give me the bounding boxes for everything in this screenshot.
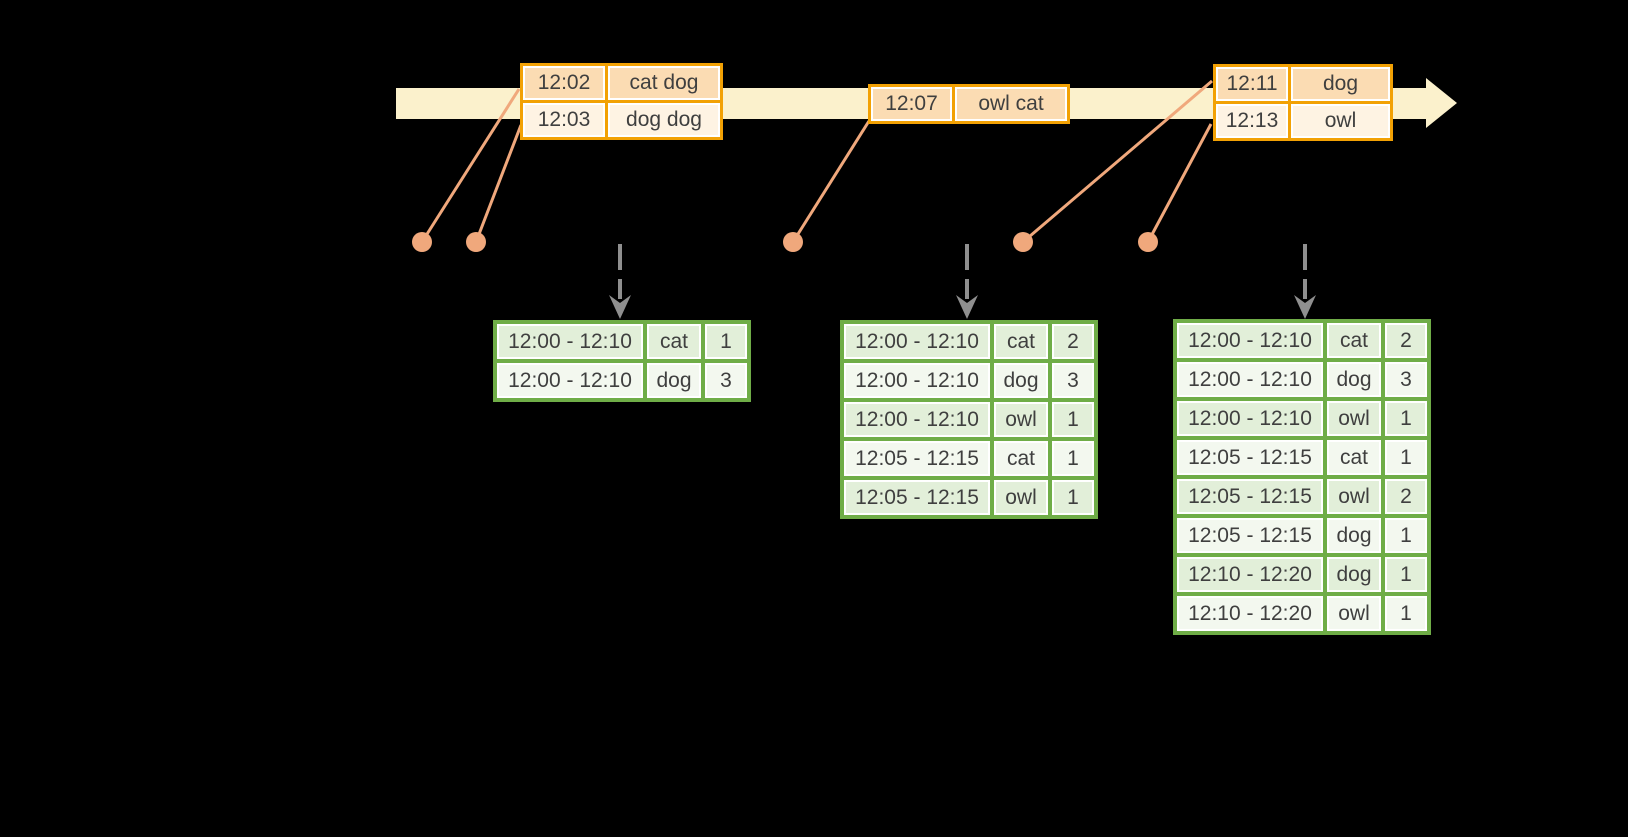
table-cell-window: 12:00 - 12:10 (1177, 362, 1323, 397)
connector-line (420, 88, 521, 243)
table-cell-time: 12:07 (871, 87, 952, 121)
table-cell-word: cat (994, 441, 1048, 476)
table-cell-word: dog (994, 363, 1048, 398)
table-cell-words: dog dog (608, 103, 720, 137)
table-cell-time: 12:11 (1216, 67, 1288, 101)
trigger-arrowhead-icon (1294, 295, 1316, 319)
table-cell-count: 1 (1052, 402, 1094, 437)
trigger-arrow (1294, 244, 1316, 319)
table-cell-window: 12:05 - 12:15 (844, 441, 990, 476)
table-cell-word: cat (1327, 440, 1381, 475)
table-cell-count: 1 (1385, 557, 1427, 592)
timeline-arrowhead-icon (1426, 78, 1457, 128)
table-cell-count: 3 (1052, 363, 1094, 398)
trigger-arrow (956, 244, 978, 319)
trigger-arrowhead-icon (609, 295, 631, 319)
table-cell-words: dog (1291, 67, 1390, 101)
table-cell-window: 12:10 - 12:20 (1177, 596, 1323, 631)
connector-lines (420, 79, 1213, 244)
table-cell-word: cat (647, 324, 701, 359)
table-cell-word: cat (994, 324, 1048, 359)
connector-line (791, 120, 871, 243)
table-cell-count: 2 (1052, 324, 1094, 359)
table-cell-time: 12:13 (1216, 104, 1288, 138)
connector-line (474, 124, 523, 243)
table-cell-count: 1 (1385, 596, 1427, 631)
table-cell-window: 12:00 - 12:10 (1177, 401, 1323, 436)
table-cell-count: 3 (705, 363, 747, 398)
table-cell-window: 12:05 - 12:15 (1177, 440, 1323, 475)
table-cell-word: owl (994, 480, 1048, 515)
table-cell-time: 12:03 (523, 103, 605, 137)
event-dot (1138, 232, 1158, 252)
table-cell-window: 12:00 - 12:10 (497, 363, 643, 398)
table-cell-window: 12:10 - 12:20 (1177, 557, 1323, 592)
connector-line (1146, 123, 1213, 243)
trigger-arrow (609, 244, 631, 319)
table-cell-count: 1 (1385, 401, 1427, 436)
table-cell-word: owl (1327, 479, 1381, 514)
event-dot (1013, 232, 1033, 252)
table-cell-word: owl (1327, 596, 1381, 631)
table-cell-word: owl (1327, 401, 1381, 436)
table-cell-time: 12:02 (523, 66, 605, 100)
table-cell-words: cat dog (608, 66, 720, 100)
table-cell-word: dog (1327, 557, 1381, 592)
table-cell-window: 12:05 - 12:15 (1177, 518, 1323, 553)
table-cell-window: 12:00 - 12:10 (844, 324, 990, 359)
table-cell-words: owl (1291, 104, 1390, 138)
table-cell-word: dog (647, 363, 701, 398)
table-cell-count: 1 (705, 324, 747, 359)
table-cell-count: 2 (1385, 323, 1427, 358)
table-cell-words: owl cat (955, 87, 1067, 121)
event-dot (466, 232, 486, 252)
event-dot (783, 232, 803, 252)
table-cell-window: 12:00 - 12:10 (1177, 323, 1323, 358)
table-cell-count: 1 (1385, 440, 1427, 475)
event-dots (412, 232, 1158, 252)
table-cell-window: 12:00 - 12:10 (844, 402, 990, 437)
table-cell-count: 1 (1052, 480, 1094, 515)
trigger-arrowhead-icon (956, 295, 978, 319)
table-cell-word: dog (1327, 362, 1381, 397)
trigger-arrows (609, 244, 1316, 319)
table-cell-window: 12:05 - 12:15 (1177, 479, 1323, 514)
table-cell-count: 3 (1385, 362, 1427, 397)
connector-line (1022, 79, 1213, 244)
table-cell-window: 12:05 - 12:15 (844, 480, 990, 515)
table-cell-word: owl (994, 402, 1048, 437)
table-cell-window: 12:00 - 12:10 (844, 363, 990, 398)
table-cell-word: dog (1327, 518, 1381, 553)
table-cell-count: 1 (1052, 441, 1094, 476)
table-cell-window: 12:00 - 12:10 (497, 324, 643, 359)
table-cell-word: cat (1327, 323, 1381, 358)
table-cell-count: 1 (1385, 518, 1427, 553)
event-dot (412, 232, 432, 252)
table-cell-count: 2 (1385, 479, 1427, 514)
